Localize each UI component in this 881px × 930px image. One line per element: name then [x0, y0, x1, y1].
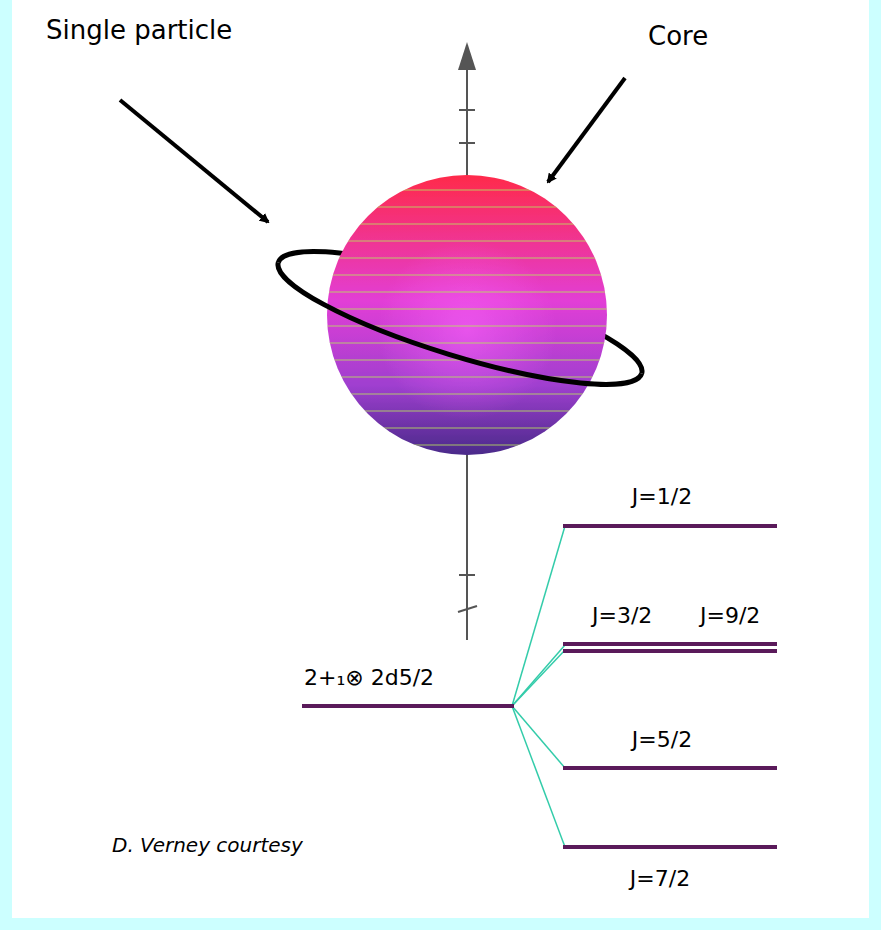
leader-arrow — [120, 100, 268, 222]
level-label: J=7/2 — [630, 866, 690, 891]
callout-label: Core — [648, 22, 708, 52]
level-label: J=5/2 — [632, 727, 692, 752]
configuration-label: 2+₁⊗ 2d5/2 — [304, 665, 434, 690]
slide-panel — [12, 0, 869, 918]
level-label: J=3/2 — [592, 603, 652, 628]
level-scheme — [302, 526, 777, 847]
orbit-front — [267, 262, 642, 409]
level-label: J=1/2 — [632, 484, 692, 509]
credit-note: D. Verney courtesy — [112, 834, 303, 857]
level-label: J=9/2 — [700, 603, 760, 628]
leader-arrow — [548, 78, 625, 182]
callout-label: Single particle — [46, 16, 232, 46]
core-sphere — [300, 175, 640, 455]
axis-arrowhead — [458, 42, 476, 70]
